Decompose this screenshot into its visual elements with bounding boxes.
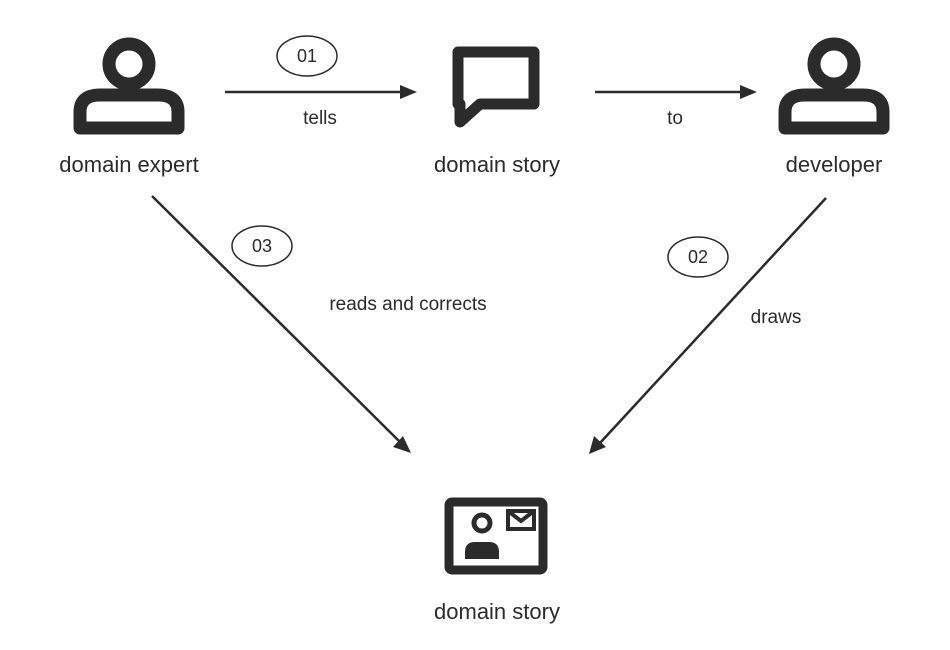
edge-tells: 01 tells: [225, 35, 417, 129]
document-card-icon: [444, 497, 548, 575]
node-domain-expert: domain expert: [59, 37, 199, 177]
developer-label: developer: [786, 152, 883, 177]
step-badge-02: 02: [667, 236, 729, 278]
tells-label: tells: [303, 108, 337, 129]
domain-story-bottom-label: domain story: [434, 599, 560, 624]
reads-and-corrects-arrow: [151, 195, 401, 443]
draws-arrow: [599, 197, 827, 444]
step-badge-03: 03: [231, 225, 293, 267]
person-icon: [778, 37, 890, 135]
draws-label: draws: [751, 307, 802, 328]
reads-and-corrects-label: reads and corrects: [329, 294, 486, 315]
node-domain-story-bottom: domain story: [434, 497, 560, 624]
to-label: to: [667, 108, 683, 129]
person-icon: [73, 37, 185, 135]
to-arrowhead: [740, 85, 757, 99]
domain-story-top-label: domain story: [434, 152, 560, 177]
reads-and-corrects-arrowhead: [393, 436, 411, 453]
edge-to: to: [595, 85, 757, 129]
tells-arrowhead: [400, 85, 417, 99]
node-domain-story-top: domain story: [434, 46, 560, 177]
step-number-01: 01: [297, 46, 317, 66]
step-number-03: 03: [252, 236, 272, 256]
domain-expert-label: domain expert: [59, 152, 198, 177]
edge-reads-and-corrects: 03 reads and corrects: [151, 195, 487, 453]
draws-arrowhead: [589, 436, 606, 454]
speech-bubble-icon: [452, 46, 540, 128]
step-number-02: 02: [688, 247, 708, 267]
edge-draws: 02 draws: [589, 197, 827, 454]
step-badge-01: 01: [276, 35, 338, 77]
node-developer: developer: [778, 37, 890, 177]
